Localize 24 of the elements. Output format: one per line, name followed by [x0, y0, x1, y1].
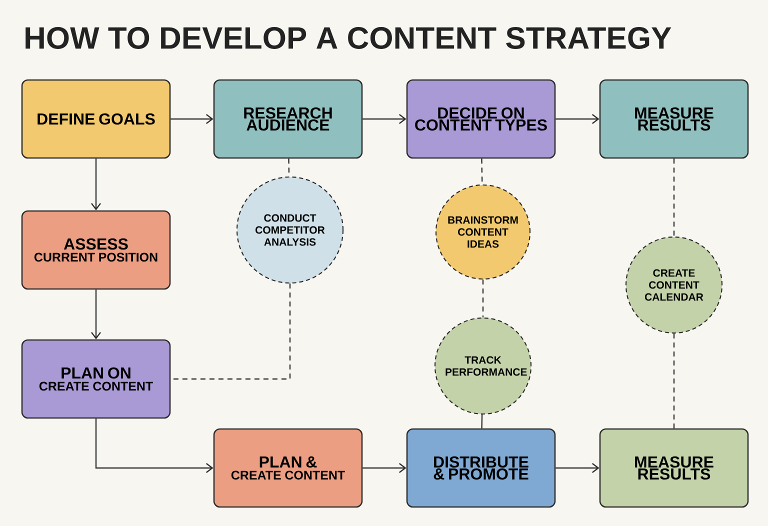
connector-line: [481, 158, 483, 184]
process-box: MEASURE RESULTS: [599, 79, 749, 159]
process-box: ASSESS CURRENT POSITION: [21, 210, 171, 290]
title: HOW TO DEVELOP A CONTENT STRATEGY: [26, 27, 672, 49]
arrow: [95, 418, 214, 473]
arrow: [91, 290, 101, 340]
connector-line: [482, 280, 484, 318]
connector-line: [481, 414, 483, 428]
connector-line: [673, 158, 675, 236]
process-box: MEASURE RESULTS: [599, 428, 749, 508]
connector-line: [170, 284, 291, 380]
process-box: DISTRIBUTE & PROMOTE: [406, 428, 556, 508]
process-box: RESEARCH AUDIENCE: [213, 79, 363, 159]
process-box: PLAN & CREATE CONTENT: [213, 428, 363, 508]
arrow: [362, 114, 406, 124]
arrow: [362, 463, 406, 473]
process-box: DEFINE GOALS: [21, 79, 171, 159]
arrow: [556, 114, 600, 124]
process-box: PLAN ON CREATE CONTENT: [21, 339, 171, 419]
process-box: DECIDE ON CONTENT TYPES: [406, 79, 556, 159]
arrow: [91, 158, 101, 210]
arrow: [556, 463, 600, 473]
arrow: [170, 114, 214, 124]
connector-line: [673, 334, 675, 428]
